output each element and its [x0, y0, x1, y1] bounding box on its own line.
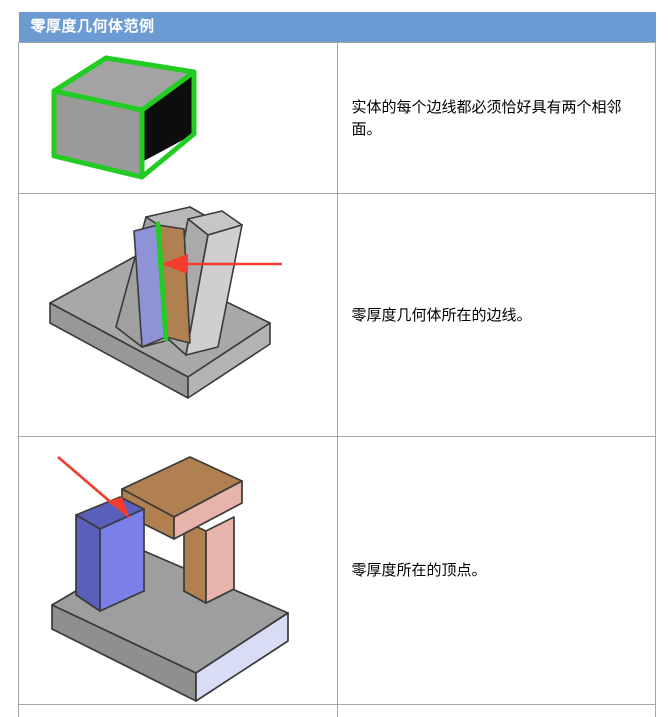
examples-table: 零厚度几何体范例 — [18, 12, 656, 717]
table-header-row: 零厚度几何体范例 — [18, 12, 656, 43]
table-header-cell: 零厚度几何体范例 — [18, 12, 656, 43]
two-slabs-zero-thickness-edge-icon — [48, 206, 282, 399]
zero-thickness-examples-table: 零厚度几何体范例 — [18, 12, 656, 717]
text-cell-3: 零厚度所在的顶点。 — [336, 436, 656, 705]
row-description — [338, 705, 656, 717]
table-row — [18, 704, 656, 717]
figure-cell-1 — [18, 42, 338, 194]
blue-box-and-brown-block-vertex-icon — [50, 455, 289, 702]
row-description: 零厚度几何体所在的边线。 — [351, 305, 532, 324]
figure-cell-3 — [18, 436, 338, 705]
table-row: 零厚度所在的顶点。 — [18, 436, 656, 705]
row-description: 实体的每个边线都必须恰好具有两个相邻面。 — [351, 97, 622, 139]
table-row: 实体的每个边线都必须恰好具有两个相邻面。 — [18, 42, 656, 194]
text-cell-1: 实体的每个边线都必须恰好具有两个相邻面。 — [336, 42, 656, 194]
table-row: 零厚度几何体所在的边线。 — [18, 193, 656, 437]
cube-with-green-edges-icon — [51, 55, 197, 180]
text-cell-4 — [336, 704, 656, 717]
text-cell-2: 零厚度几何体所在的边线。 — [336, 193, 656, 437]
page-title: 零厚度几何体范例 — [30, 18, 155, 35]
figure-cell-4 — [18, 704, 338, 717]
row-description: 零厚度所在的顶点。 — [351, 561, 487, 580]
red-arrow-icon — [56, 455, 130, 519]
figure-cell-2 — [18, 193, 338, 437]
red-arrow-icon — [161, 254, 282, 274]
